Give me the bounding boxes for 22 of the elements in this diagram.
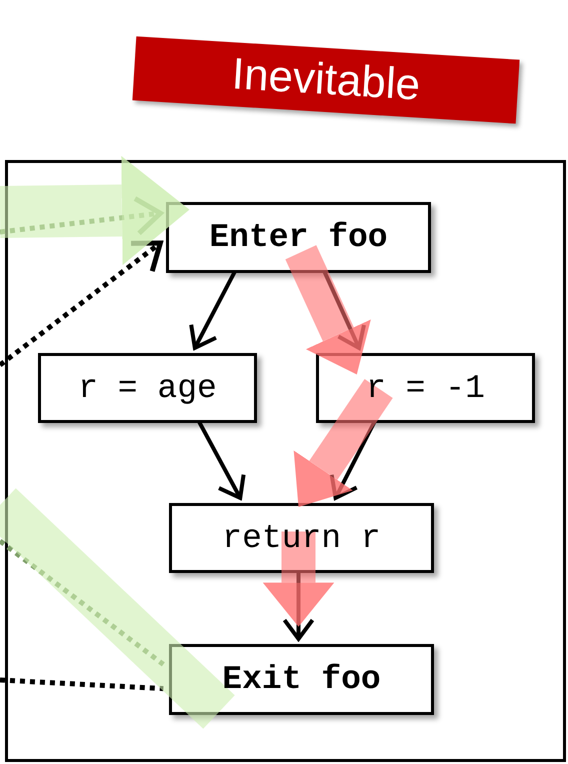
- dotted-arrow: [0, 240, 163, 367]
- flow-highlight-arrow: [285, 245, 371, 374]
- function-frame: [5, 160, 566, 762]
- dotted-arrow: [0, 196, 163, 236]
- statement-box: [316, 353, 535, 423]
- node-label: Exit foo: [222, 663, 381, 696]
- node-label: return r: [222, 522, 381, 554]
- arrow: [282, 572, 314, 641]
- arrow: [322, 271, 366, 350]
- arrow: [330, 421, 376, 500]
- flow-highlight-arrow: [0, 156, 190, 266]
- statement-box: [169, 503, 434, 573]
- node-label: Enter foo: [209, 221, 388, 254]
- banner-title: Inevitable: [230, 52, 422, 108]
- flow-highlight-arrow: [262, 532, 334, 627]
- arrow: [189, 271, 236, 350]
- arrow: [198, 421, 246, 500]
- entry-node-box: [166, 202, 431, 273]
- statement-box: [38, 353, 257, 423]
- exit-node-box: [169, 644, 434, 715]
- node-label: r = age: [78, 372, 217, 404]
- node-label: r = -1: [366, 372, 485, 404]
